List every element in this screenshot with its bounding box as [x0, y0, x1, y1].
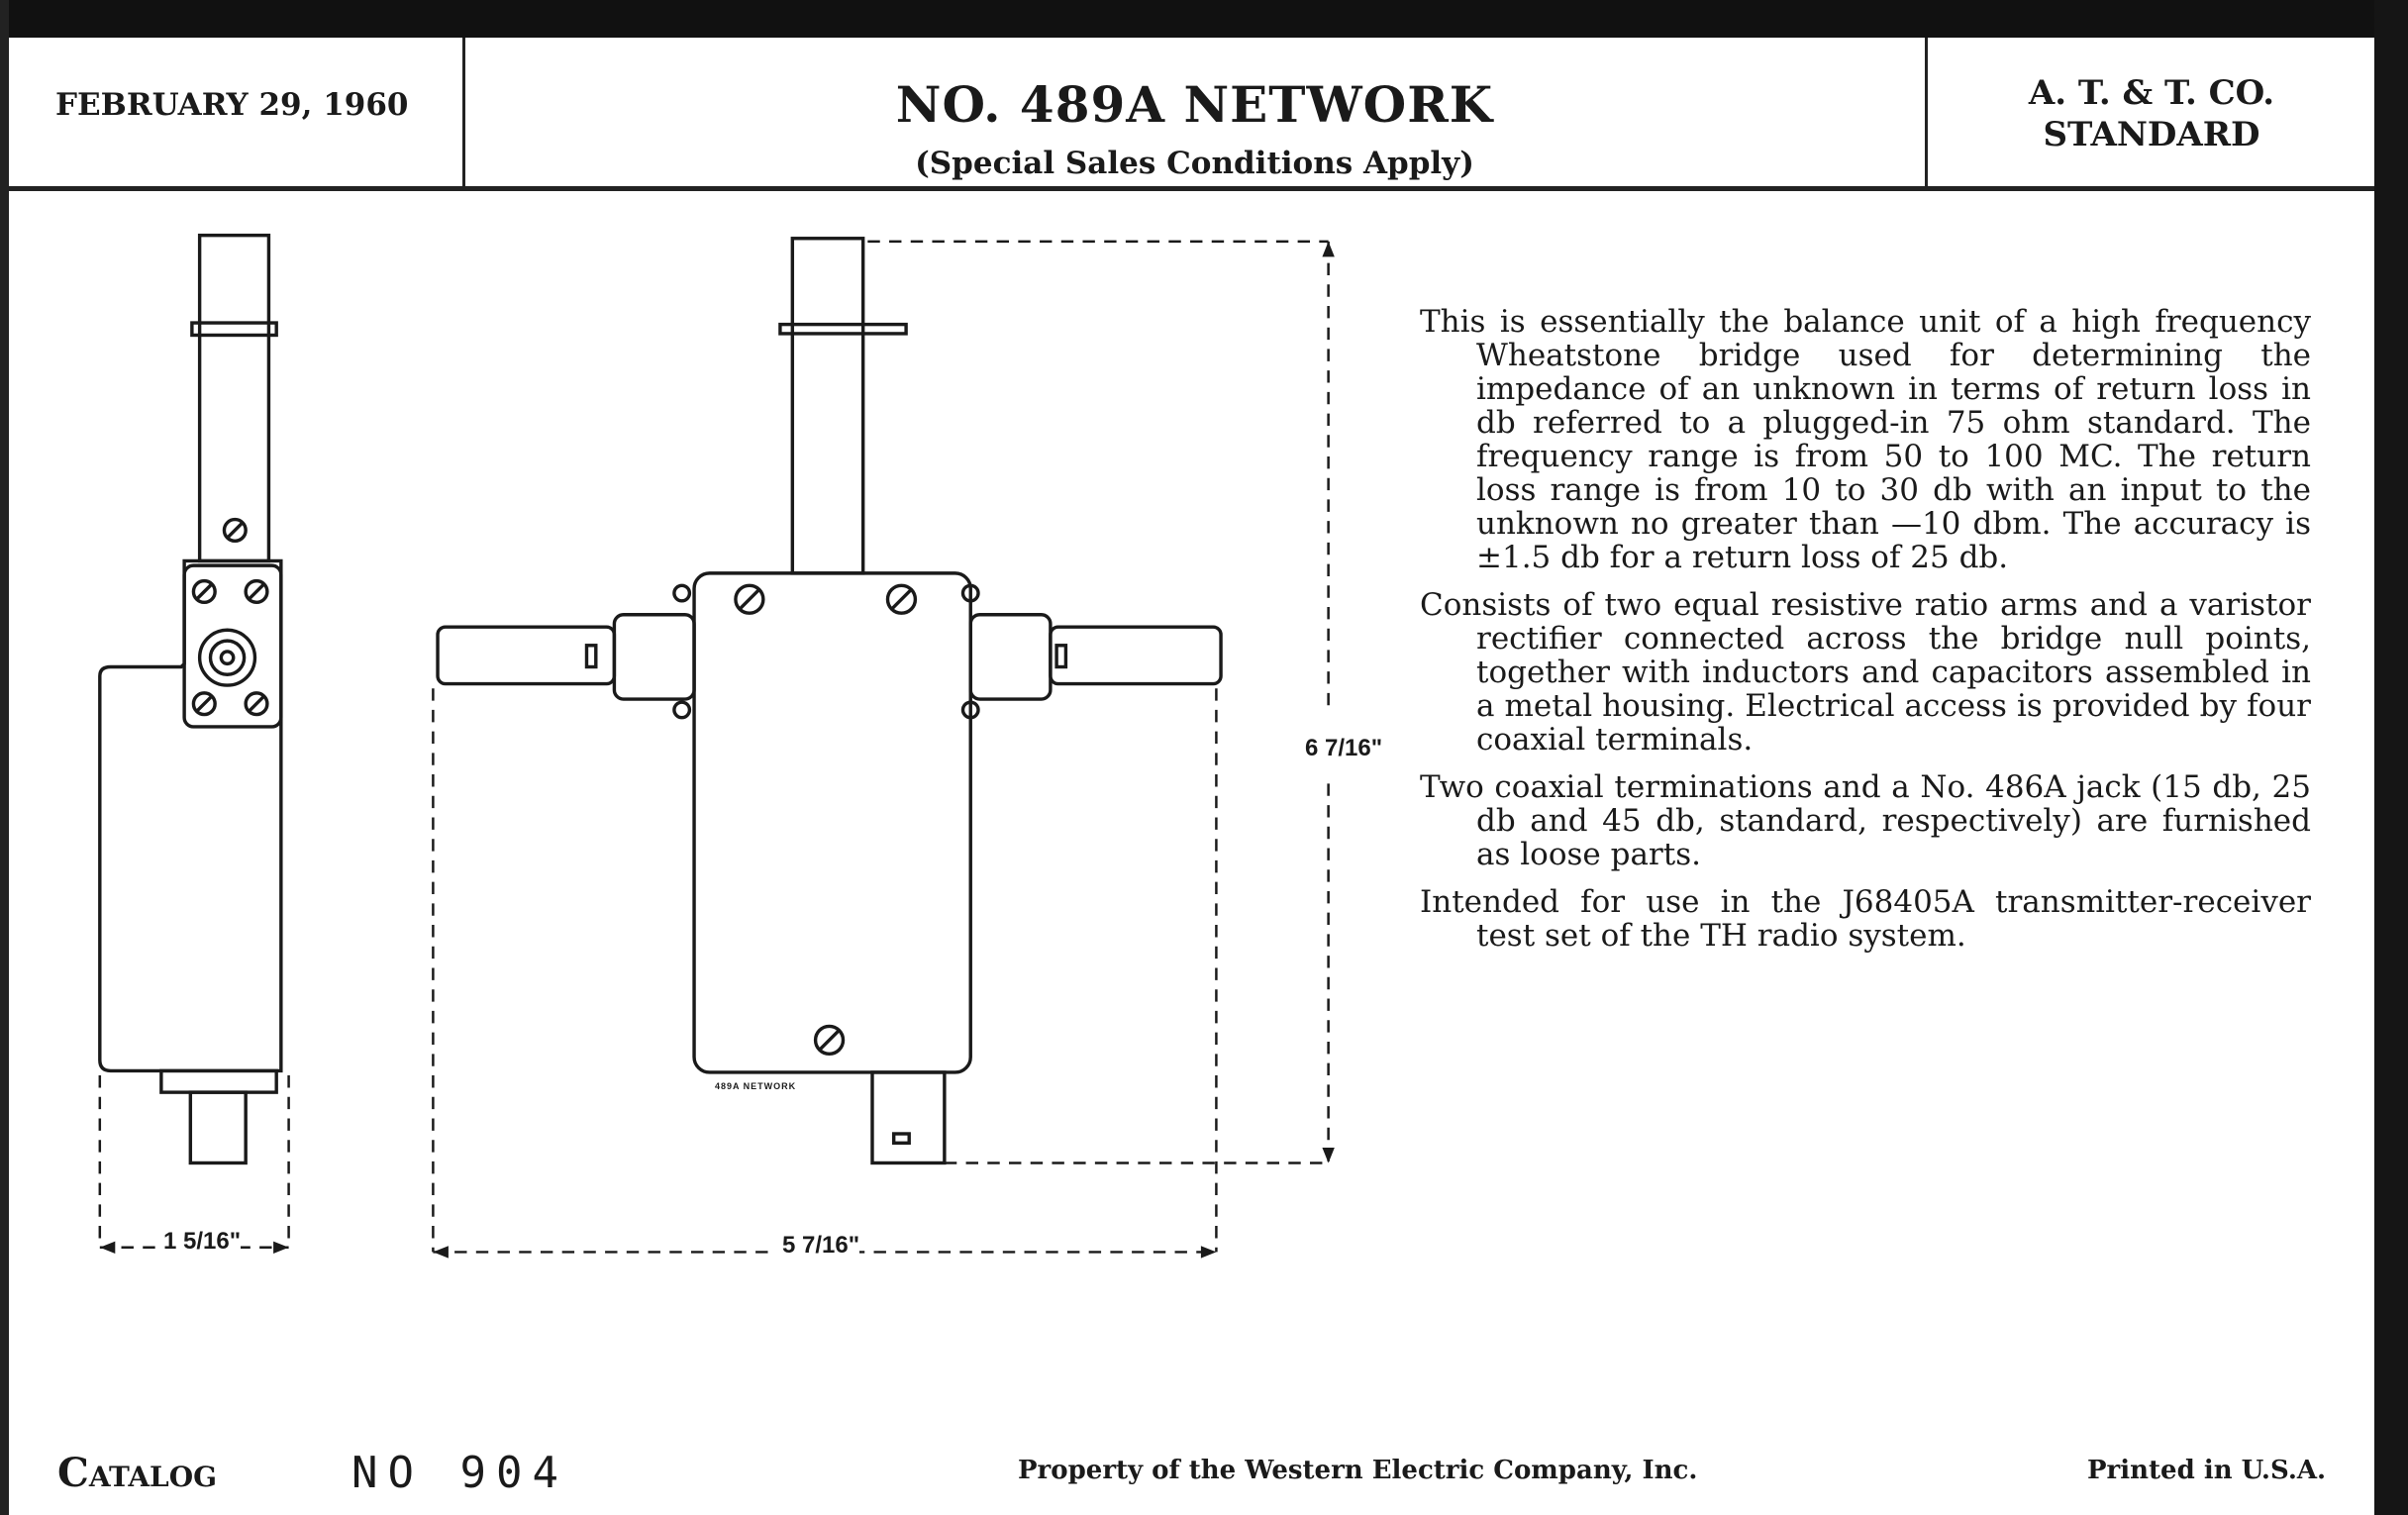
- catalog-number: NO 904: [351, 1448, 568, 1498]
- screw-icon: [885, 583, 918, 615]
- screw-icon: [813, 1024, 846, 1057]
- side-view: [98, 233, 283, 1165]
- header-rule: [9, 186, 2374, 191]
- description-paragraph: This is essentially the balance unit of …: [1420, 304, 2311, 575]
- description-paragraph: Consists of two equal resistive ratio ar…: [1420, 587, 2311, 758]
- scan-border-top: [0, 0, 2408, 38]
- description: This is essentially the balance unit of …: [1420, 305, 2311, 966]
- screw-icon: [734, 583, 765, 615]
- standard-label: STANDARD: [2043, 115, 2260, 154]
- property-notice: Property of the Western Electric Company…: [1018, 1456, 1698, 1485]
- screw-icon: [222, 517, 248, 544]
- scan-border-left: [0, 0, 9, 1515]
- description-paragraph: Two coaxial terminations and a No. 486A …: [1420, 769, 2311, 872]
- date: FEBRUARY 29, 1960: [55, 87, 409, 123]
- printed-notice: Printed in U.S.A.: [2087, 1456, 2327, 1485]
- dimension-front-height: 6 7/16": [1305, 735, 1383, 762]
- dimension-lines: [98, 240, 1330, 1254]
- description-paragraph: Intended for use in the J68405A transmit…: [1420, 884, 2311, 954]
- nameplate-label: 489A NETWORK: [715, 1081, 797, 1091]
- page-title: NO. 489A NETWORK: [895, 75, 1494, 134]
- dimension-side-width: 1 5/16": [163, 1228, 242, 1256]
- standard-label: A. T. & T. CO.: [2028, 73, 2275, 113]
- front-view: [436, 237, 1223, 1165]
- dimension-arrows: [99, 241, 1335, 1259]
- dimension-front-width: 5 7/16": [782, 1232, 860, 1260]
- scan-border-right: [2374, 0, 2408, 1515]
- catalog-label: Catalog: [57, 1450, 218, 1496]
- header-divider: [462, 38, 465, 188]
- page-subtitle: (Special Sales Conditions Apply): [915, 146, 1474, 181]
- header-divider: [1925, 38, 1928, 188]
